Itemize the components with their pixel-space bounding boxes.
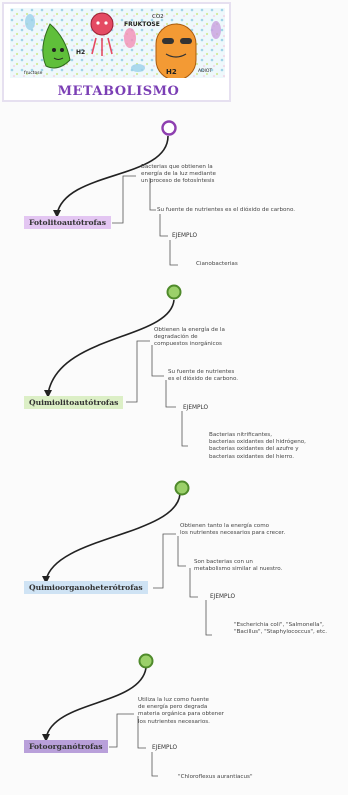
nutrients-text: Son bacterias con un metabolismo similar… xyxy=(194,559,283,573)
svg-text:H2: H2 xyxy=(76,49,85,56)
orange-bacterium-icon xyxy=(155,23,197,78)
node-circle-4[interactable] xyxy=(138,653,154,669)
description-text: Obtienen la energía de la degradación de… xyxy=(154,327,225,348)
green-bacterium-icon xyxy=(42,23,71,69)
node-circle-1[interactable] xyxy=(161,120,177,136)
example-label: EJEMPLO xyxy=(172,233,198,239)
example-text: "Escherichia coli", "Salmonella", "Bacil… xyxy=(234,622,328,636)
svg-text:H2: H2 xyxy=(166,68,177,76)
example-label: EJEMPLO xyxy=(183,405,209,411)
node-circle-2[interactable] xyxy=(166,284,182,300)
header-panel: FRUKTOSE CO2 H2 H2 fructose ADIOT METABO… xyxy=(2,2,231,102)
category-quimiolitoautotrofas[interactable]: Quimiolitoautótrofas xyxy=(24,396,124,409)
description-text: Obtienen tanto la energía como los nutri… xyxy=(180,523,286,537)
svg-text:ADIOT: ADIOT xyxy=(198,68,212,74)
example-text: Cianobacterias xyxy=(196,261,238,267)
metabolism-illustration: FRUKTOSE CO2 H2 H2 fructose ADIOT xyxy=(10,8,225,78)
page-title: METABOLISMO xyxy=(57,84,180,99)
category-quimioorganoheterotrofas[interactable]: Quimioorganoheterótrofas xyxy=(24,581,148,594)
description-text: Utiliza la luz como fuente de energía pe… xyxy=(138,697,224,725)
red-virus-icon xyxy=(90,12,114,56)
nutrients-text: Su fuente de nutrientes es el dióxido de… xyxy=(168,369,239,383)
category-fotolitoautotrofas[interactable]: Fotolitoautótrofas xyxy=(24,216,112,229)
svg-text:fructose: fructose xyxy=(24,70,43,76)
example-text: "Chloroflexus aurantiacus" xyxy=(178,774,253,780)
svg-text:FRUKTOSE: FRUKTOSE xyxy=(124,21,160,28)
example-label: EJEMPLO xyxy=(152,745,178,751)
nutrients-text: Su fuente de nutrientes es el dióxido de… xyxy=(157,207,296,213)
category-fotoorganotrofas[interactable]: Fotoorganótrofas xyxy=(24,740,108,753)
node-circle-3[interactable] xyxy=(174,480,190,496)
example-label: EJEMPLO xyxy=(210,594,236,600)
example-text: Bacterias nitrificantes, bacterias oxida… xyxy=(209,432,306,460)
svg-text:CO2: CO2 xyxy=(152,14,164,20)
description-text: Bacterias que obtienen la energía de la … xyxy=(141,164,216,185)
